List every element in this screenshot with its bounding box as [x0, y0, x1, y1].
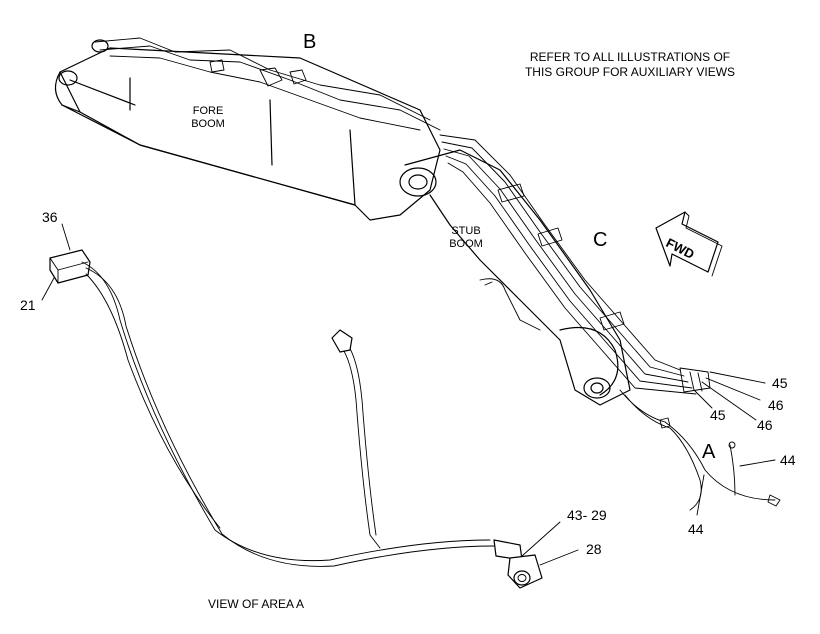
view-caption: VIEW OF AREA A [208, 597, 305, 611]
callout-45-lower: 45 [710, 407, 726, 423]
area-a-harness-drawing [619, 389, 781, 511]
callout-46-upper: 46 [768, 397, 784, 413]
stub-boom-label-line-2: BOOM [449, 238, 483, 250]
fore-boom-drawing [54, 37, 441, 221]
hose-bundle-drawing [439, 134, 711, 395]
callout-44-lower: 44 [688, 521, 704, 537]
leader-lines [41, 223, 776, 566]
note-line-1: REFER TO ALL ILLUSTRATIONS OF [529, 50, 731, 64]
view-area-a-drawing [49, 249, 543, 589]
zone-label-b: B [303, 31, 317, 53]
stub-boom-label-line-1: STUB [451, 225, 481, 237]
fwd-arrow [655, 211, 723, 277]
callout-28: 28 [586, 541, 602, 557]
callout-44-right: 44 [780, 452, 796, 468]
zone-label-c: C [593, 229, 608, 251]
note-text: REFER TO ALL ILLUSTRATIONS OF THIS GROUP… [510, 51, 750, 78]
callout-46-lower: 46 [757, 417, 773, 433]
zone-label-a: A [702, 441, 716, 463]
callout-36: 36 [42, 209, 58, 225]
callout-43-29: 43- 29 [567, 507, 607, 523]
stub-boom-label: STUB BOOM [438, 226, 494, 250]
fore-boom-label: FORE BOOM [180, 106, 236, 130]
note-line-2: THIS GROUP FOR AUXILIARY VIEWS [524, 65, 736, 79]
fore-boom-label-line-2: BOOM [191, 118, 225, 130]
fore-boom-label-line-1: FORE [192, 105, 224, 117]
stub-boom-drawing [399, 149, 631, 406]
callout-21: 21 [20, 297, 36, 313]
callout-45-upper: 45 [772, 375, 788, 391]
